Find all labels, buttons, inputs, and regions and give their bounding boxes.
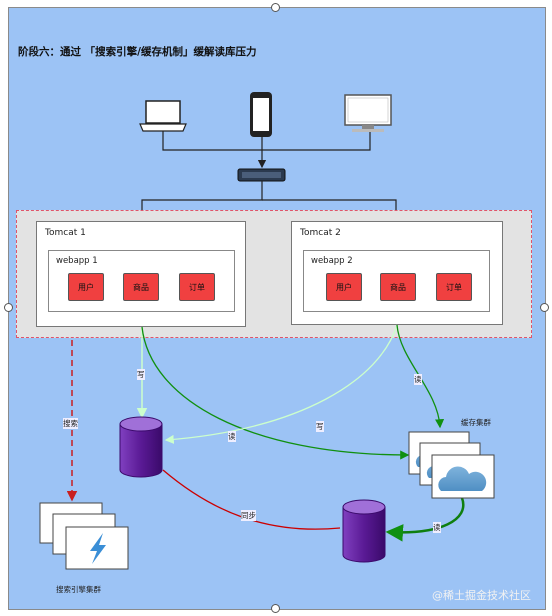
webapp-2-label: webapp 2 xyxy=(311,256,353,266)
webapp-2[interactable]: webapp 2 用户 商品 订单 xyxy=(303,250,490,312)
edge-label-write-1: 写 xyxy=(137,369,145,380)
monitor-icon xyxy=(344,94,392,132)
diagram-title: 阶段六：通过 「搜索引擎/缓存机制」缓解读库压力 xyxy=(18,46,257,58)
database-icon xyxy=(342,499,386,563)
module-user[interactable]: 用户 xyxy=(68,273,104,301)
edge-label-read-2: 读 xyxy=(414,374,422,385)
database-icon xyxy=(119,416,163,478)
webapp-1[interactable]: webapp 1 用户 商品 订单 xyxy=(48,250,235,312)
cache-cluster-label: 缓存集群 xyxy=(461,418,491,427)
module-user[interactable]: 用户 xyxy=(326,273,362,301)
module-order[interactable]: 订单 xyxy=(179,273,215,301)
tomcat-2-label: Tomcat 2 xyxy=(300,228,341,238)
module-product[interactable]: 商品 xyxy=(380,273,416,301)
tomcat-1-label: Tomcat 1 xyxy=(45,228,86,238)
module-order[interactable]: 订单 xyxy=(436,273,472,301)
search-engine-icon xyxy=(39,502,129,570)
watermark: @稀土掘金技术社区 xyxy=(432,589,531,602)
laptop-icon xyxy=(139,100,187,132)
resize-handle-bottom[interactable] xyxy=(271,604,280,613)
edge-label-read-1: 读 xyxy=(228,431,236,442)
resize-handle-top[interactable] xyxy=(271,3,280,12)
resize-handle-right[interactable] xyxy=(540,303,549,312)
cloud-icon xyxy=(408,431,495,499)
tomcat-1[interactable]: Tomcat 1 webapp 1 用户 商品 订单 xyxy=(36,221,246,327)
search-cluster-label: 搜索引擎集群 xyxy=(56,585,101,594)
edge-label-sync: 同步 xyxy=(241,510,256,521)
tomcat-2[interactable]: Tomcat 2 webapp 2 用户 商品 订单 xyxy=(291,221,503,325)
edge-label-search: 搜索 xyxy=(63,418,78,429)
edge-label-write-2: 写 xyxy=(316,421,324,432)
mobile-phone-icon xyxy=(250,92,272,137)
edge-label-read-3: 读 xyxy=(433,522,441,533)
module-product[interactable]: 商品 xyxy=(123,273,159,301)
webapp-1-label: webapp 1 xyxy=(56,256,98,266)
resize-handle-left[interactable] xyxy=(4,303,13,312)
